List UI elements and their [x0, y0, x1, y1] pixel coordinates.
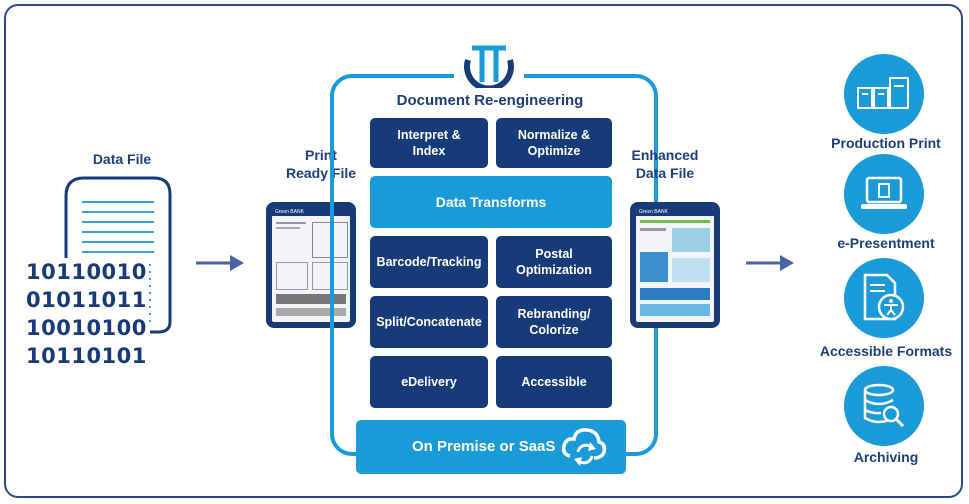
binary-line: 10010100	[26, 316, 147, 340]
deployment-label: On Premise or SaaS	[412, 438, 556, 455]
production-print-circle	[844, 54, 924, 134]
arrow-right-icon	[196, 255, 244, 271]
print-ready-label: Print Ready File	[285, 147, 357, 181]
accessible-formats-circle	[844, 258, 924, 338]
laptop-icon	[861, 176, 907, 209]
accessibility-document-icon	[863, 273, 905, 321]
cloud-sync-icon	[561, 428, 607, 466]
enhanced-tablet: Green BANK	[630, 202, 720, 328]
archiving-circle	[844, 366, 924, 446]
binary-data: 10110010 01011011 10010100 10110101	[26, 258, 147, 370]
enhanced-data-label: Enhanced Data File	[631, 147, 699, 181]
data-file-document-icon	[64, 176, 172, 334]
accessible-box: Accessible	[496, 356, 612, 408]
tablet-brand: Green BANK	[272, 208, 350, 216]
e-presentment-label: e-Presentment	[837, 235, 935, 251]
split-concatenate-box: Split/Concatenate	[370, 296, 488, 348]
e-presentment-circle	[844, 154, 924, 234]
production-print-label: Production Print	[831, 135, 941, 151]
tablet-brand: Green BANK	[636, 208, 714, 216]
center-title: Document Re-engineering	[396, 92, 584, 109]
postal-optimization-box: Postal Optimization	[496, 236, 612, 288]
database-search-icon	[863, 383, 905, 428]
binary-line: 10110101	[26, 344, 147, 368]
binary-line: 10110010	[26, 260, 147, 284]
print-ready-tablet: Green BANK	[266, 202, 356, 328]
archiving-label: Archiving	[853, 449, 919, 465]
arrow-right-icon	[746, 255, 794, 271]
normalize-optimize-box: Normalize & Optimize	[496, 118, 612, 168]
binary-line: 01011011	[26, 288, 147, 312]
data-file-label: Data File	[92, 151, 152, 167]
printer-icon	[857, 77, 909, 109]
data-transforms-box: Data Transforms	[370, 176, 612, 228]
accessible-formats-label: Accessible Formats	[819, 343, 953, 359]
barcode-tracking-box: Barcode/Tracking	[370, 236, 488, 288]
interpret-index-box: Interpret & Index	[370, 118, 488, 168]
edelivery-box: eDelivery	[370, 356, 488, 408]
rebranding-colorize-box: Rebranding/ Colorize	[496, 296, 612, 348]
